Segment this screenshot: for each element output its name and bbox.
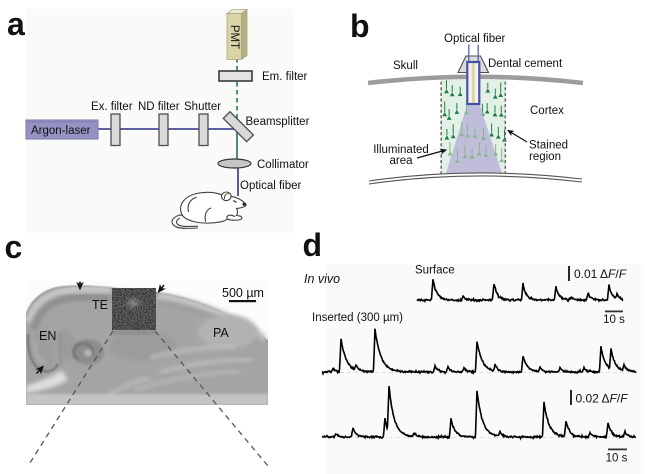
svg-text:ND filter: ND filter bbox=[138, 101, 180, 113]
svg-text:10 s: 10 s bbox=[603, 314, 625, 326]
svg-text:region: region bbox=[529, 151, 561, 163]
svg-text:Collimator: Collimator bbox=[257, 159, 309, 171]
svg-text:Optical fiber: Optical fiber bbox=[444, 33, 506, 45]
svg-text:a: a bbox=[7, 6, 25, 42]
svg-text:Skull: Skull bbox=[393, 60, 418, 72]
svg-text:PMT: PMT bbox=[228, 25, 240, 49]
svg-text:TE: TE bbox=[92, 298, 108, 312]
svg-text:Ex. filter: Ex. filter bbox=[91, 101, 133, 113]
svg-text:10 s: 10 s bbox=[606, 453, 628, 465]
svg-text:0.02 ΔF/F: 0.02 ΔF/F bbox=[576, 392, 629, 406]
svg-text:Inserted (300 µm): Inserted (300 µm) bbox=[312, 312, 403, 324]
svg-text:0.01 ΔF/F: 0.01 ΔF/F bbox=[574, 267, 627, 281]
svg-text:Surface: Surface bbox=[415, 265, 455, 277]
svg-text:Argon-laser: Argon-laser bbox=[31, 125, 91, 137]
svg-text:Em. filter: Em. filter bbox=[262, 71, 308, 83]
svg-text:Cortex: Cortex bbox=[530, 105, 564, 117]
svg-text:Beamsplitter: Beamsplitter bbox=[246, 116, 310, 128]
svg-text:Stained: Stained bbox=[529, 140, 568, 152]
svg-text:Dental cement: Dental cement bbox=[488, 58, 563, 70]
svg-text:Shutter: Shutter bbox=[184, 101, 221, 113]
svg-text:PA: PA bbox=[213, 326, 229, 340]
svg-text:c: c bbox=[5, 229, 23, 265]
svg-text:Optical fiber: Optical fiber bbox=[240, 180, 302, 192]
svg-text:d: d bbox=[303, 227, 323, 263]
svg-text:Illuminated: Illuminated bbox=[373, 144, 429, 156]
svg-text:In vivo: In vivo bbox=[304, 272, 340, 286]
svg-text:b: b bbox=[350, 8, 370, 44]
svg-text:area: area bbox=[389, 155, 413, 167]
svg-text:500 µm: 500 µm bbox=[222, 286, 264, 300]
svg-text:EN: EN bbox=[39, 329, 56, 343]
